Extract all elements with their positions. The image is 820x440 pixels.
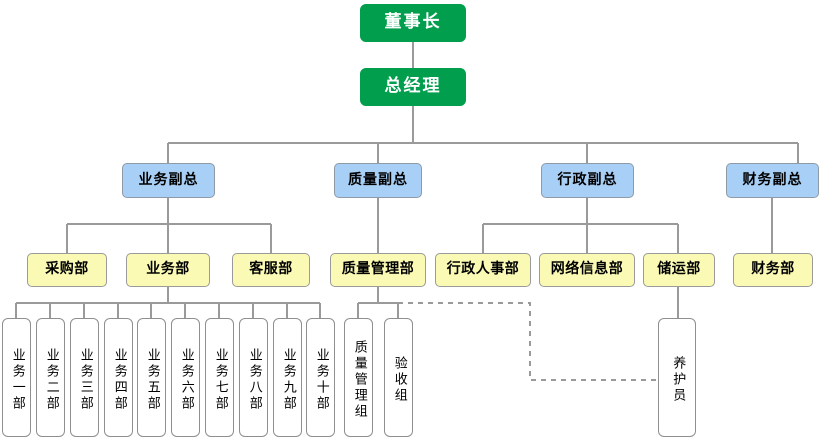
node-dept-customer-service[interactable]: 客服部 (232, 253, 310, 287)
node-unit-business-10[interactable]: 业务十部 (306, 318, 335, 437)
node-unit-business-4[interactable]: 业务四部 (104, 318, 133, 437)
node-unit-business-1[interactable]: 业务一部 (2, 318, 31, 437)
node-general-manager[interactable]: 总经理 (360, 68, 466, 106)
node-unit-business-7[interactable]: 业务七部 (205, 318, 234, 437)
node-chairman[interactable]: 董事长 (360, 4, 466, 42)
node-unit-business-2[interactable]: 业务二部 (36, 318, 65, 437)
node-dept-purchasing[interactable]: 采购部 (27, 253, 107, 287)
node-vp-quality[interactable]: 质量副总 (334, 163, 422, 198)
node-unit-business-3[interactable]: 业务三部 (70, 318, 99, 437)
edge-quality-to-maintenance-dotted (378, 302, 658, 381)
node-vp-finance[interactable]: 财务副总 (726, 163, 819, 198)
node-dept-network-information[interactable]: 网络信息部 (539, 253, 635, 287)
node-unit-business-6[interactable]: 业务六部 (171, 318, 200, 437)
node-dept-storage-transport[interactable]: 储运部 (643, 253, 715, 287)
node-unit-maintenance-staff[interactable]: 养护员 (658, 318, 696, 437)
node-unit-acceptance-group[interactable]: 验收组 (384, 318, 413, 437)
node-dept-hr-administration[interactable]: 行政人事部 (435, 253, 531, 287)
node-dept-finance[interactable]: 财务部 (733, 253, 813, 287)
node-unit-business-8[interactable]: 业务八部 (239, 318, 268, 437)
node-unit-quality-management-group[interactable]: 质量管理组 (344, 318, 373, 437)
node-dept-business[interactable]: 业务部 (126, 253, 210, 287)
node-vp-administration[interactable]: 行政副总 (541, 163, 634, 198)
node-unit-business-9[interactable]: 业务九部 (273, 318, 302, 437)
node-vp-business[interactable]: 业务副总 (122, 163, 215, 198)
node-unit-business-5[interactable]: 业务五部 (137, 318, 166, 437)
node-dept-quality-management[interactable]: 质量管理部 (330, 253, 426, 287)
